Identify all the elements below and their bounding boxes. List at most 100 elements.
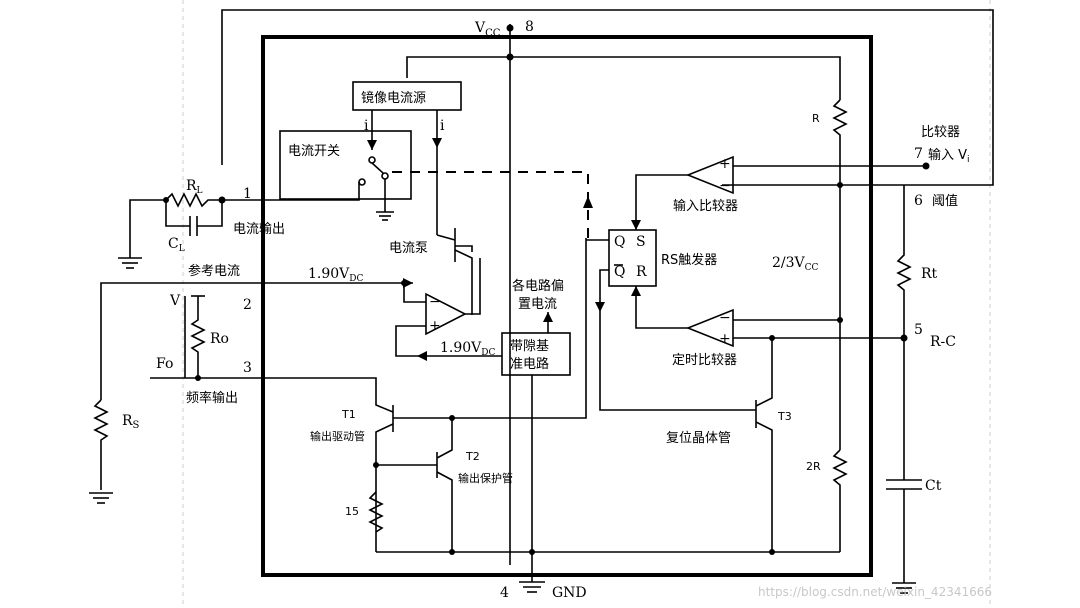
mirror-current-source-box xyxy=(352,81,462,111)
rc-label: R-C xyxy=(930,334,956,350)
gnd-label: GND xyxy=(552,585,587,601)
ff-s: S xyxy=(636,234,646,250)
t1-base-drive xyxy=(393,238,587,419)
timing-cmp-plus: + xyxy=(719,331,731,347)
input-comparator xyxy=(685,155,734,195)
switch-contact-left xyxy=(358,178,366,186)
vcc-label: VCC xyxy=(474,20,501,39)
fo-node xyxy=(195,375,201,381)
rs-flipflop-box xyxy=(608,229,657,287)
opamp-input-node xyxy=(401,280,407,286)
current-arrow-right xyxy=(432,138,442,148)
timing-cmp-to-r xyxy=(635,286,688,329)
pin8-node xyxy=(506,24,514,32)
bandgap-label-2: 准电路 xyxy=(510,356,549,372)
v190-top-label: 1.90VDC xyxy=(308,266,364,284)
input-cmp-to-s xyxy=(635,174,688,230)
current-pump-label: 电流泵 xyxy=(389,241,428,256)
watermark: https://blog.csdn.net/weixin_42341666 xyxy=(758,585,992,599)
ff-qbar: Q xyxy=(614,264,625,280)
bias-up-arrow xyxy=(543,312,553,322)
cl-left-wire xyxy=(165,200,190,227)
rs-label: RS xyxy=(122,413,140,431)
opamp-plus-input xyxy=(395,325,502,357)
ff-qbar-wire xyxy=(599,269,756,411)
pin5-label: 5 xyxy=(914,322,923,338)
current-i-left: i xyxy=(364,118,369,134)
pin4-label: 4 xyxy=(500,585,509,601)
chip-boundary xyxy=(261,35,873,577)
rs-flipflop-label: RS触发器 xyxy=(661,252,717,268)
pin6-label: 6 xyxy=(914,193,923,209)
t3-collector xyxy=(755,338,773,407)
current-i-right: i xyxy=(440,118,445,134)
opamp xyxy=(425,292,467,336)
fo-output-wire xyxy=(150,377,377,400)
opamp-minus-input xyxy=(403,283,426,303)
t2-emitter xyxy=(436,471,453,552)
t2-collector xyxy=(436,418,453,459)
resistor-15 xyxy=(368,491,384,533)
qbar-down-arrow xyxy=(595,302,605,312)
t3-label: T3 xyxy=(777,410,792,423)
t2-label: T2 xyxy=(465,450,480,463)
timing-cmp-arrow xyxy=(631,286,641,296)
mirror-current-source-label: 镜像电流源 xyxy=(361,91,426,106)
switch-contact-top xyxy=(368,156,376,164)
r15-label: 15 xyxy=(345,505,359,518)
reference-current-wire xyxy=(100,282,413,400)
ro-label: Ro xyxy=(210,331,229,347)
opamp-plus: + xyxy=(429,318,441,334)
t1-name: 输出驱动管 xyxy=(310,429,365,443)
t2-name: 输出保护管 xyxy=(458,471,513,485)
input-vi-label: 输入 Vi xyxy=(928,147,970,165)
pin2-label: 2 xyxy=(243,297,252,313)
pin7-node xyxy=(922,162,930,170)
switch-to-pin1-wire xyxy=(222,182,360,201)
rt-label: Rt xyxy=(921,266,938,282)
gnd-node-t2 xyxy=(449,549,455,555)
resistor-2r xyxy=(832,449,848,552)
pin8-label: 8 xyxy=(525,19,534,35)
resistor-rs xyxy=(93,399,109,490)
current-switch-box xyxy=(279,130,412,200)
switch-blade xyxy=(371,162,384,174)
vcc-node xyxy=(506,53,514,61)
pin3-label: 3 xyxy=(243,360,252,376)
cl-right-wire xyxy=(197,200,223,227)
input-comparator-label: 输入比较器 xyxy=(673,198,738,214)
threshold-label: 阈值 xyxy=(932,193,958,209)
timing-cmp-minus: − xyxy=(719,310,731,326)
v190-bottom-arrow xyxy=(417,351,427,361)
ff-r: R xyxy=(636,264,647,280)
reference-current-label: 参考电流 xyxy=(188,263,240,279)
two-thirds-vcc-label: 2/3VCC xyxy=(772,255,819,273)
bandgap-box xyxy=(501,332,571,376)
t1-label: T1 xyxy=(341,408,356,421)
r-bottom-label: 2R xyxy=(806,460,821,473)
timing-comparator-label: 定时比较器 xyxy=(672,353,737,368)
ff-q: Q xyxy=(614,234,625,250)
switch-control-dashed xyxy=(392,171,589,240)
ct-label: Ct xyxy=(925,478,942,494)
opamp-minus: − xyxy=(429,294,441,310)
pump-base-feed xyxy=(455,245,473,252)
timing-comparator xyxy=(685,308,734,348)
input-cmp-minus: − xyxy=(719,178,731,194)
vcc-outer-loop xyxy=(221,9,994,186)
v190-bottom-label: 1.90VDC xyxy=(440,340,496,358)
pin1-label: 1 xyxy=(243,186,252,202)
rl-label: RL xyxy=(186,178,203,196)
current-switch-label: 电流开关 xyxy=(288,144,340,159)
resistor-ro xyxy=(190,296,206,378)
pump-emitter xyxy=(454,249,473,315)
opamp-output xyxy=(465,258,481,315)
t2-base-node xyxy=(373,462,379,468)
divider-top-node xyxy=(837,182,843,188)
input-cmp-plus: + xyxy=(719,156,731,172)
t1-collector xyxy=(375,400,394,413)
dashed-arrow-up xyxy=(583,196,593,208)
pin5-node xyxy=(900,334,908,342)
current-arrow-left xyxy=(367,140,377,150)
